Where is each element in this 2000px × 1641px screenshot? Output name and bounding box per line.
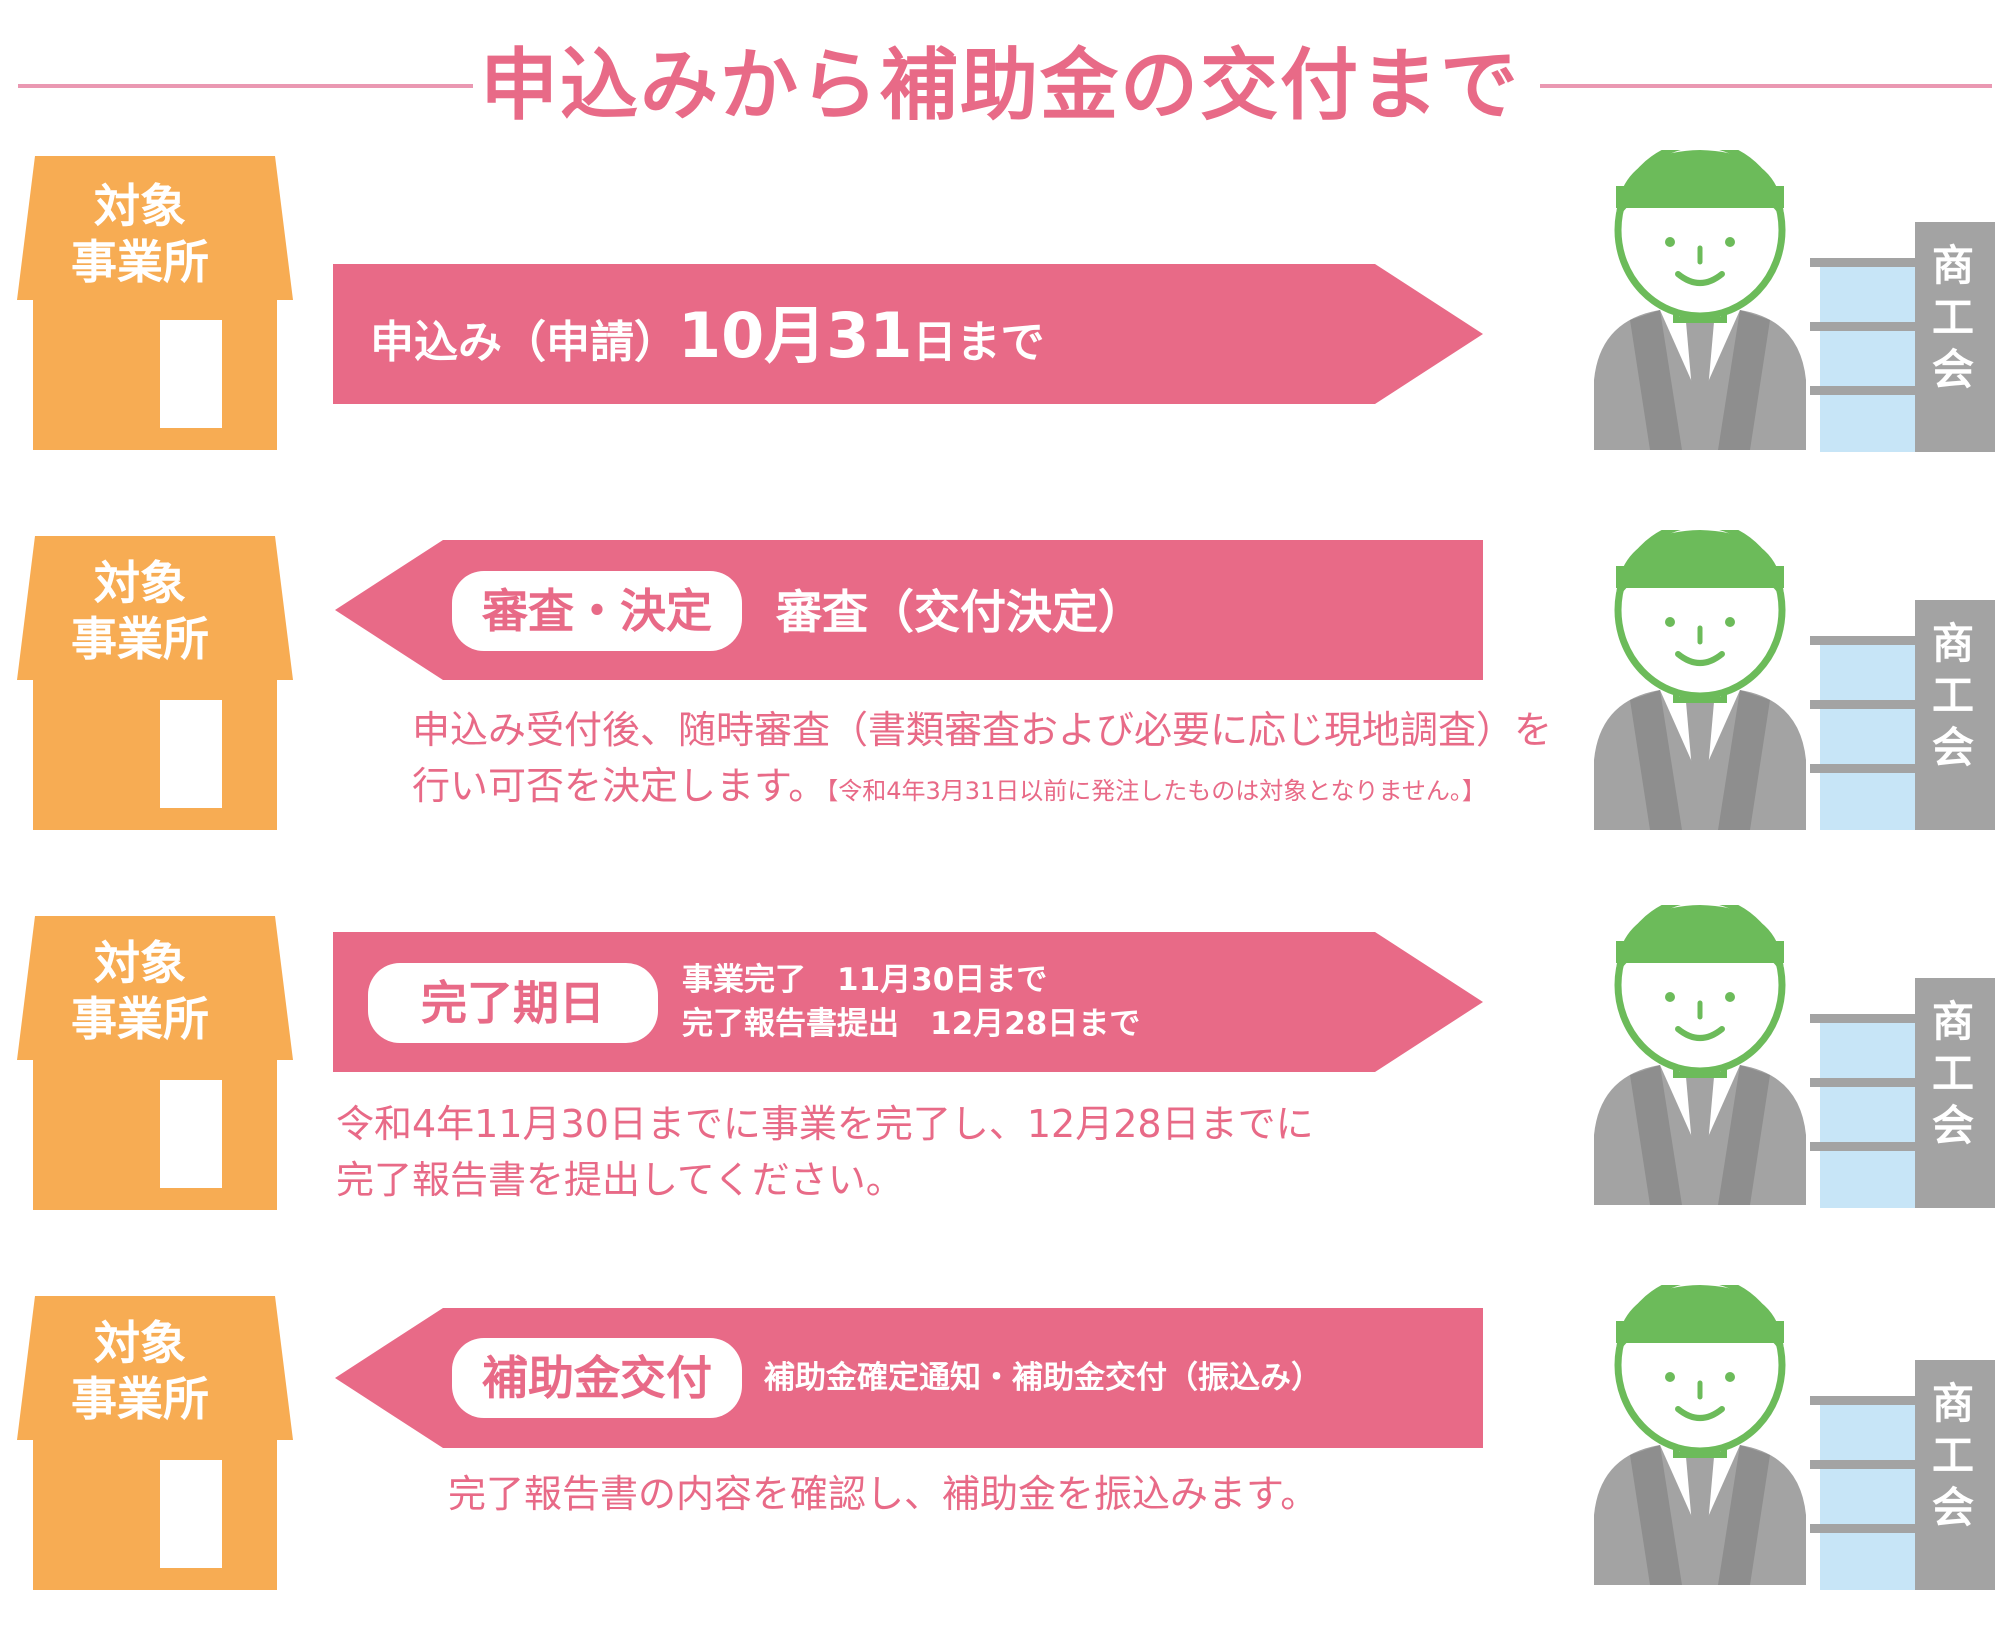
building-label: 商工会 bbox=[1931, 619, 1974, 772]
step4-badge: 補助金交付 bbox=[452, 1338, 742, 1418]
title-rule-right bbox=[1540, 84, 1992, 88]
building-label: 商工会 bbox=[1931, 997, 1974, 1150]
building-icon bbox=[1810, 978, 1995, 1208]
step1-label: 申込み（申請）10月31日まで bbox=[370, 299, 1045, 372]
step1-date: 10月31 bbox=[678, 299, 913, 372]
staff-person-icon bbox=[1590, 1275, 1810, 1585]
page-title: 申込みから補助金の交付まで bbox=[479, 41, 1520, 131]
step3-details: 事業完了 11月30日まで 完了報告書提出 12月28日まで bbox=[682, 962, 1141, 1042]
step2-badge: 審査・決定 bbox=[452, 571, 742, 651]
house-icon bbox=[15, 1290, 295, 1590]
staff-person-icon bbox=[1590, 895, 1810, 1205]
arrow-right-1 bbox=[333, 264, 1483, 404]
staff-person-icon bbox=[1590, 140, 1810, 450]
staff-person-icon bbox=[1590, 520, 1810, 830]
step3-badge: 完了期日 bbox=[368, 963, 658, 1043]
step4-heading: 補助金確定通知・補助金交付（振込み） bbox=[764, 1360, 1322, 1396]
building-label: 商工会 bbox=[1931, 1379, 1974, 1532]
house-icon bbox=[15, 910, 295, 1210]
building-icon bbox=[1810, 600, 1995, 830]
step3-description: 令和4年11月30日までに事業を完了し、12月28日までに 完了報告書を提出して… bbox=[336, 1102, 1314, 1202]
title-rule-left bbox=[18, 84, 473, 88]
house-label: 対象事業所 bbox=[71, 179, 209, 289]
building-icon bbox=[1810, 222, 1995, 452]
building-icon bbox=[1810, 1360, 1995, 1590]
step4-description: 完了報告書の内容を確認し、補助金を振込みます。 bbox=[448, 1472, 1319, 1516]
house-label: 対象事業所 bbox=[71, 1316, 209, 1426]
house-icon bbox=[15, 150, 295, 450]
step2-heading: 審査（交付決定） bbox=[776, 585, 1144, 639]
step2-description: 申込み受付後、随時審査（書類審査および必要に応じ現地調査）を 行い可否を決定しま… bbox=[412, 708, 1553, 808]
house-icon bbox=[15, 530, 295, 830]
building-label: 商工会 bbox=[1931, 241, 1974, 394]
house-label: 対象事業所 bbox=[71, 556, 209, 666]
house-label: 対象事業所 bbox=[71, 936, 209, 1046]
